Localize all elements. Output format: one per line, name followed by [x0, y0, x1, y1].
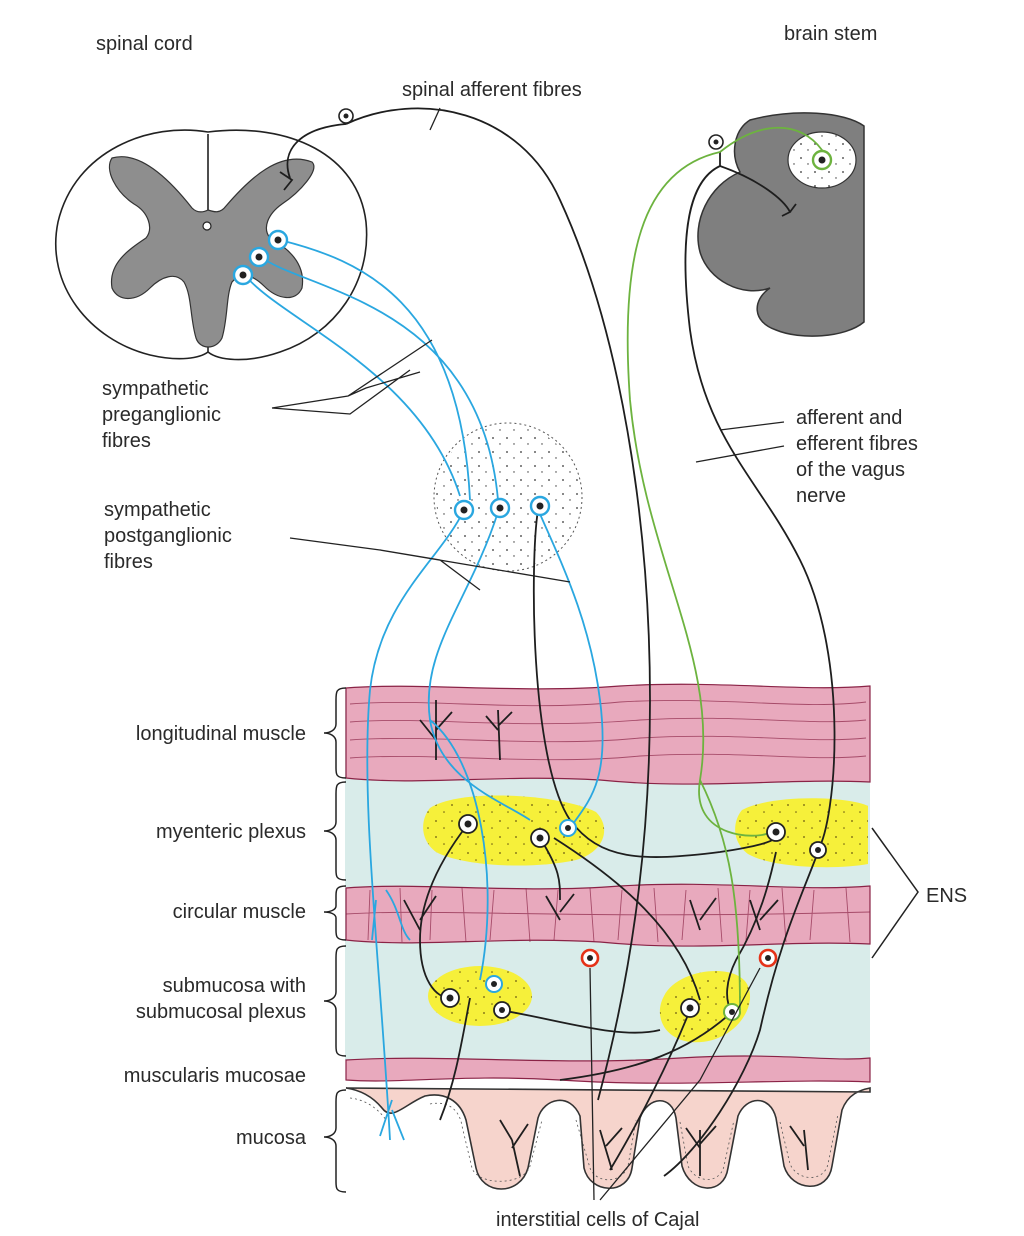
label-vagus-1: afferent and	[796, 407, 902, 429]
mucosa-layer	[345, 1087, 871, 1190]
label-pointers	[271, 107, 785, 1201]
spinal-grey-matter	[108, 156, 315, 348]
label-longitudinal-muscle: longitudinal muscle	[136, 723, 306, 745]
sympathetic-preganglionic-fibres	[243, 239, 499, 501]
vagal-efferent-fibre	[684, 152, 836, 851]
label-circular-muscle: circular muscle	[173, 901, 306, 923]
label-ens: ENS	[926, 885, 967, 907]
brace-icon	[323, 687, 919, 1193]
vagal-afferent-fibre	[626, 126, 823, 1011]
label-brain-stem: brain stem	[784, 23, 877, 45]
gut-wall	[345, 683, 871, 1190]
label-symp-pre-3: fibres	[102, 430, 151, 452]
brain-stem	[697, 112, 865, 337]
myenteric-ganglion-right	[735, 798, 868, 868]
label-spinal-afferent-fibres: spinal afferent fibres	[402, 79, 582, 101]
muscularis-mucosae-layer	[345, 1055, 871, 1084]
sympathetic-postganglionic-fibres	[366, 509, 604, 1141]
label-symp-post-3: fibres	[104, 551, 153, 573]
sympathetic-ganglion	[433, 422, 583, 572]
icc-cell-left	[580, 948, 600, 968]
label-submucosa-1: submucosa with	[163, 975, 306, 997]
spinal-afferent-fibre	[286, 107, 651, 1101]
label-vagus-4: nerve	[796, 485, 846, 507]
circular-muscle-layer	[345, 883, 871, 947]
label-symp-pre-2: preganglionic	[102, 404, 221, 426]
label-myenteric-plexus: myenteric plexus	[156, 821, 306, 843]
longitudinal-muscle-layer	[345, 683, 871, 785]
label-mucosa: mucosa	[236, 1127, 307, 1149]
label-spinal-cord: spinal cord	[96, 33, 193, 55]
label-vagus-2: efferent fibres	[796, 433, 918, 455]
label-symp-post-2: postganglionic	[104, 525, 232, 547]
sympathetic-postganglionic-black	[532, 509, 777, 858]
label-vagus-3: of the vagus	[796, 459, 905, 481]
label-muscularis-mucosae: muscularis mucosae	[124, 1065, 306, 1087]
neuron-cell-body-icon	[232, 108, 833, 1021]
spinal-cord	[54, 129, 368, 361]
label-symp-post-1: sympathetic	[104, 499, 211, 521]
myenteric-ganglion-left	[423, 795, 605, 866]
label-interstitial-cells: interstitial cells of Cajal	[496, 1209, 699, 1231]
label-submucosa-2: submucosal plexus	[136, 1001, 306, 1023]
icc-cell-right	[758, 948, 778, 968]
label-symp-pre-1: sympathetic	[102, 378, 209, 400]
